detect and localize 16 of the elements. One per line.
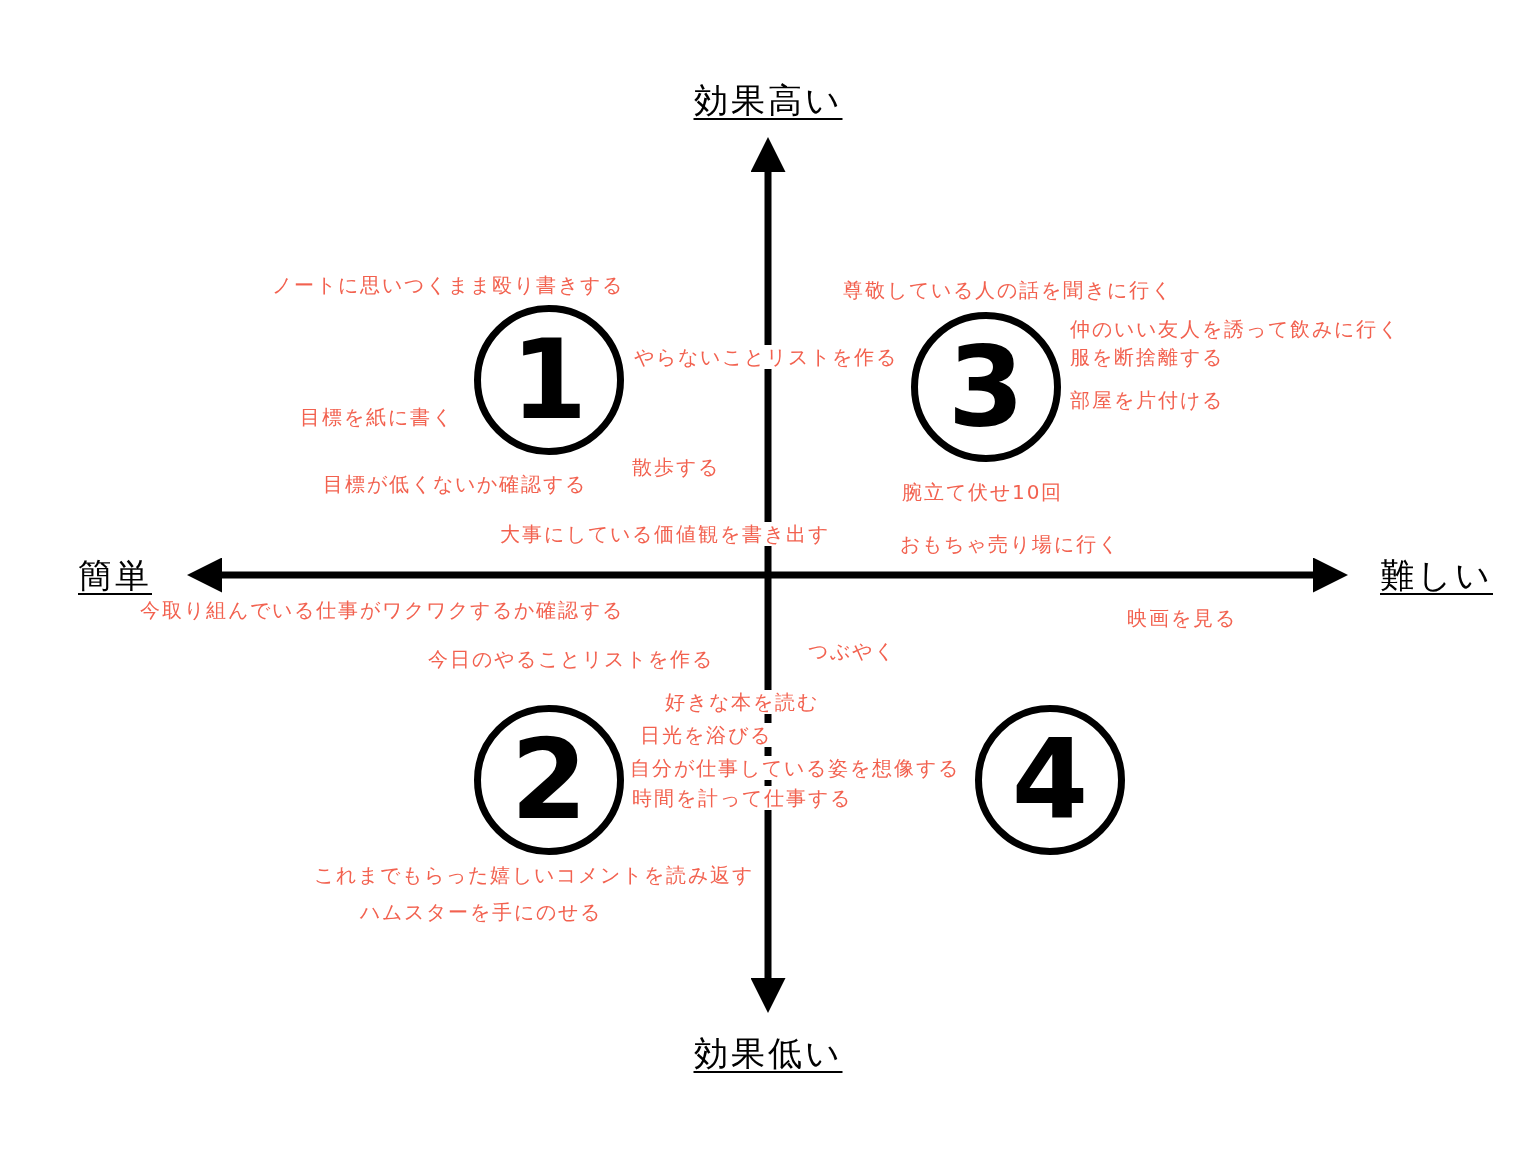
- axis-label: 簡単: [78, 555, 152, 595]
- numbered-circle: [911, 312, 1061, 462]
- quadrant-number: 4: [1011, 725, 1089, 835]
- action-item-text: これまでもらった嬉しいコメントを読み返す: [314, 863, 754, 887]
- action-item-text: 大事にしている価値観を書き出す: [500, 522, 830, 546]
- numbered-circle: [474, 305, 624, 455]
- quadrant-number: 1: [510, 325, 588, 435]
- quadrant-number: 3: [947, 332, 1025, 442]
- action-item-text: 日光を浴びる: [640, 723, 772, 747]
- axis-label: 難しい: [1380, 555, 1493, 595]
- quadrant-number: 2: [510, 725, 588, 835]
- action-item-text: 好きな本を読む: [665, 690, 819, 714]
- numbered-circle: [474, 705, 624, 855]
- axis-label: 効果高い: [693, 80, 843, 120]
- axis-label: 効果低い: [693, 1033, 843, 1073]
- numbered-circle: [975, 705, 1125, 855]
